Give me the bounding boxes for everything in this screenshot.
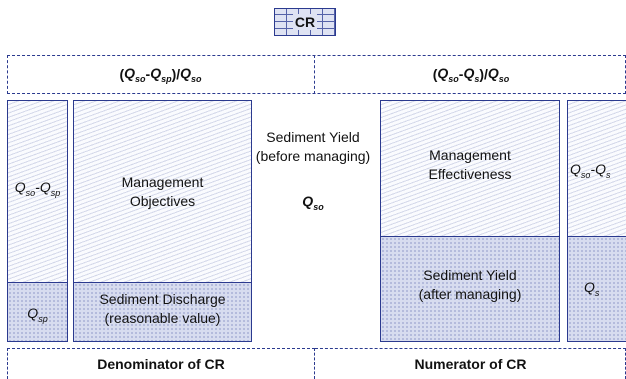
sediment-discharge-label: Sediment Discharge(reasonable value)	[99, 291, 226, 326]
denominator-band	[7, 348, 315, 379]
qso-minus-qsp-block	[7, 100, 68, 283]
qso-minus-qsp-label: Qso-Qsp	[14, 179, 61, 198]
sediment-yield-after-label: Sediment Yield(after managing)	[418, 267, 522, 302]
qsp-label: Qsp	[27, 305, 48, 324]
sediment-yield-before-label: Sediment Yield(before managing)	[255, 129, 371, 164]
numerator-label: Numerator of CR	[414, 356, 527, 372]
qs-label: Qs	[584, 279, 600, 298]
qsp-block	[7, 282, 68, 342]
qso-minus-qs-block	[567, 100, 626, 237]
cr-box: CR	[274, 8, 336, 36]
formula-divider	[314, 55, 315, 94]
cr-label: CR	[292, 14, 318, 30]
denominator-formula: (Qso-Qsp)/Qso	[119, 64, 202, 84]
management-effectiveness-block	[380, 100, 560, 237]
qs-block	[567, 236, 626, 342]
denominator-label: Denominator of CR	[97, 356, 225, 372]
qso-minus-qs-label: Qso-Qs	[570, 161, 611, 180]
qso-symbol: Qso	[302, 193, 324, 212]
numerator-formula: (Qso-Qs)/Qso	[432, 64, 510, 84]
sediment-yield-after-block	[380, 236, 560, 342]
sediment-discharge-block	[73, 282, 252, 342]
